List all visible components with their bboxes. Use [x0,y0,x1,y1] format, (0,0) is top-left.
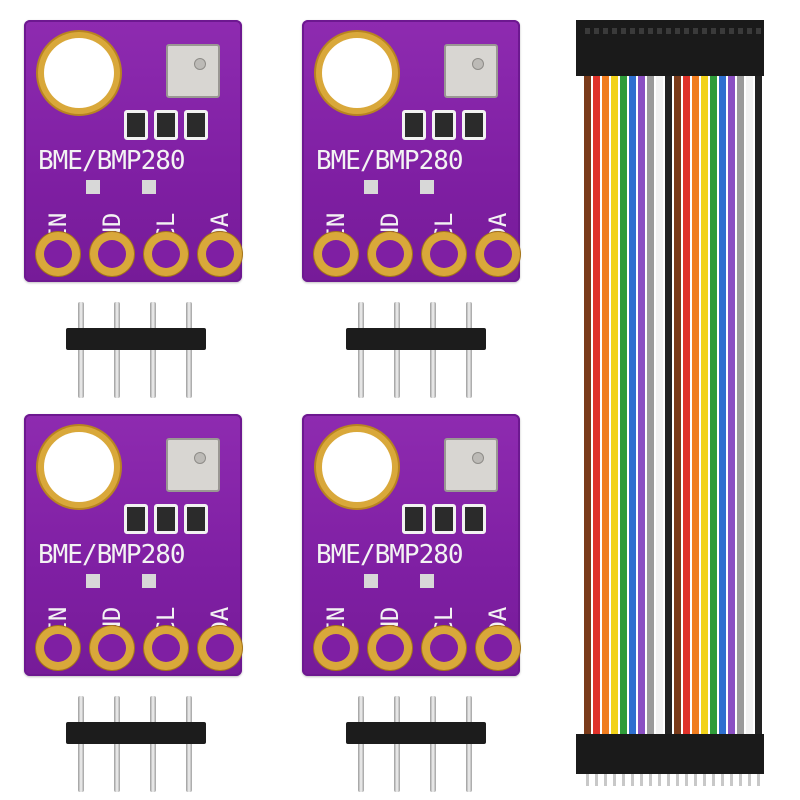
board-label: BME/BMP280 [316,146,464,176]
mounting-hole [44,432,114,502]
connector-pin [640,774,643,786]
connector-socket [594,28,599,34]
board-label: BME/BMP280 [316,540,464,570]
wire [647,68,654,740]
solder-jumper [86,574,100,588]
connector-pin [721,774,724,786]
wire [611,68,618,740]
pin-header [346,696,486,796]
connector-socket [639,28,644,34]
wire [755,68,762,740]
bottom-connector-row [576,734,764,774]
solder-jumper [364,180,378,194]
connector-pin [748,774,751,786]
connector-socket [603,28,608,34]
connector-pin [685,774,688,786]
wire [602,68,609,740]
wire [746,68,753,740]
wire [638,68,645,740]
connector-socket [711,28,716,34]
connector-socket [648,28,653,34]
wire [683,68,690,740]
pin-header [66,696,206,796]
wire [656,68,663,740]
connector-socket [720,28,725,34]
wire [593,68,600,740]
smd-components [402,504,486,534]
jumper-wire-ribbon [576,20,764,786]
sensor-chip [166,44,220,98]
connector-socket [729,28,734,34]
connector-pin [712,774,715,786]
sensor-board: BME/BMP280 VIN GND SCL SDA [24,414,242,676]
connector-socket [657,28,662,34]
pin-header [66,302,206,402]
connector-pin [631,774,634,786]
connector-pin [676,774,679,786]
wire [692,68,699,740]
board-label: BME/BMP280 [38,146,186,176]
connector-pin [622,774,625,786]
mounting-hole [322,432,392,502]
solder-pads [38,634,238,674]
connector-socket [585,28,590,34]
wire [701,68,708,740]
connector-pin [694,774,697,786]
solder-jumper [142,574,156,588]
connector-socket [756,28,761,34]
connector-pin [586,774,589,786]
connector-pin [703,774,706,786]
solder-jumper [364,574,378,588]
connector-socket [738,28,743,34]
connector-socket [675,28,680,34]
wire [584,68,591,740]
connector-socket [747,28,752,34]
connector-socket [702,28,707,34]
solder-pads [316,240,516,280]
connector-socket [693,28,698,34]
connector-pin [613,774,616,786]
connector-socket [684,28,689,34]
wire [728,68,735,740]
connector-socket [666,28,671,34]
connector-pin [667,774,670,786]
solder-jumper [86,180,100,194]
smd-components [402,110,486,140]
connector-socket [630,28,635,34]
wire [620,68,627,740]
solder-pads [38,240,238,280]
board-label: BME/BMP280 [38,540,186,570]
solder-jumper [420,180,434,194]
wire [674,68,681,740]
connector-pin [595,774,598,786]
sensor-board: BME/BMP280 VIN GND SCL SDA [302,414,520,676]
wire [665,68,672,740]
pin-header [346,302,486,402]
wire [719,68,726,740]
mounting-hole [322,38,392,108]
sensor-board: BME/BMP280 VIN GND SCL SDA [24,20,242,282]
solder-pads [316,634,516,674]
connector-pin [739,774,742,786]
sensor-chip [444,44,498,98]
connector-pin [730,774,733,786]
wire [629,68,636,740]
sensor-chip [166,438,220,492]
connector-pin [757,774,760,786]
connector-pin [649,774,652,786]
connector-socket [621,28,626,34]
smd-components [124,504,208,534]
sensor-board: BME/BMP280 VIN GND SCL SDA [302,20,520,282]
wire [710,68,717,740]
wire [737,68,744,740]
solder-jumper [142,180,156,194]
connector-socket [612,28,617,34]
sensor-chip [444,438,498,492]
solder-jumper [420,574,434,588]
smd-components [124,110,208,140]
connector-pin [604,774,607,786]
mounting-hole [44,38,114,108]
connector-pin [658,774,661,786]
